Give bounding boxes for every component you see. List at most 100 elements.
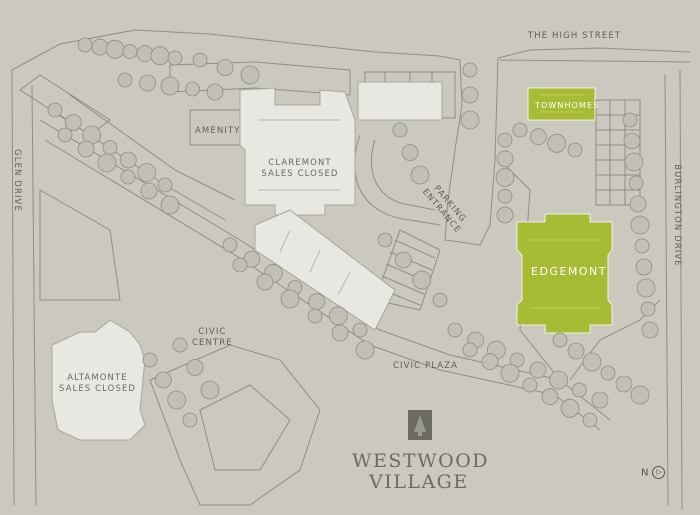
centre-label: CENTRE <box>192 338 233 348</box>
inner-road <box>69 94 236 201</box>
tree-78 <box>615 375 633 393</box>
claremont-label: CLAREMONT SALES CLOSED <box>255 158 345 180</box>
brand-line-2: VILLAGE <box>369 471 469 493</box>
edgemont-label: EDGEMONT <box>531 265 607 278</box>
tree-86 <box>200 380 220 400</box>
tree-92 <box>412 270 432 290</box>
amenity-label: AMENITY <box>195 126 241 136</box>
tree-25 <box>160 195 180 215</box>
tree-64 <box>623 132 641 150</box>
tree-34 <box>256 273 274 291</box>
glen-drive-edge-inner <box>31 84 37 506</box>
west-block-2 <box>39 189 121 301</box>
diagonal-road-2 <box>44 139 601 431</box>
tree-67 <box>629 195 647 213</box>
west-block <box>19 74 111 136</box>
tree-44 <box>549 370 568 390</box>
edgemont-footprint <box>516 213 613 334</box>
burlington-drive-label: BURLINGTON DRIVE <box>671 164 682 267</box>
tree-38 <box>355 340 375 360</box>
tree-58 <box>496 206 514 224</box>
tree-65 <box>624 152 644 172</box>
tree-1 <box>77 37 93 53</box>
altamonte-name: ALTAMONTE <box>67 373 128 383</box>
tree-76 <box>582 352 602 372</box>
south-building <box>199 384 291 471</box>
tree-85 <box>186 359 204 376</box>
tree-53 <box>582 412 598 428</box>
altamonte-status: SALES CLOSED <box>58 384 137 394</box>
tree-26 <box>222 237 238 253</box>
tree-33 <box>232 257 248 273</box>
glen-drive-label: GLEN DRIVE <box>11 149 22 212</box>
tree-23 <box>120 169 136 185</box>
claremont-status: SALES CLOSED <box>261 169 339 179</box>
glen-drive-edge <box>11 69 15 506</box>
tree-56 <box>495 168 515 187</box>
civic-plaza-label: CIVIC PLAZA <box>393 361 459 371</box>
tree-22 <box>97 153 117 173</box>
burlington-drive-edge <box>679 69 683 511</box>
north-compass: N▷ <box>641 466 666 479</box>
tree-21 <box>77 140 95 158</box>
tree-30 <box>308 293 326 311</box>
tree-66 <box>628 175 644 191</box>
tree-68 <box>630 215 650 235</box>
tree-31 <box>328 306 348 326</box>
tree-93 <box>432 292 448 308</box>
tree-73 <box>641 321 659 339</box>
tree-14 <box>64 114 82 131</box>
tree-97 <box>462 62 478 78</box>
high-street-edge <box>499 59 691 63</box>
tree-80 <box>142 352 158 368</box>
tree-61 <box>547 133 567 153</box>
tree-18 <box>137 163 157 182</box>
tree-57 <box>497 188 513 204</box>
civic-building-footprint <box>254 209 396 331</box>
tree-91 <box>394 251 412 269</box>
tree-8 <box>117 72 133 88</box>
tree-4 <box>122 44 138 59</box>
tree-47 <box>462 342 478 358</box>
claremont-footprint <box>239 87 356 216</box>
tree-75 <box>567 342 585 360</box>
south-block <box>149 344 321 506</box>
north-label: N <box>641 467 649 479</box>
tree-36 <box>307 308 323 324</box>
brand-line-1: WESTWOOD <box>352 450 490 472</box>
tree-82 <box>167 390 187 410</box>
tree-55 <box>496 150 514 168</box>
tree-51 <box>541 388 559 406</box>
tree-83 <box>182 412 198 428</box>
burlington-drive-edge-inner <box>664 74 669 506</box>
tree-84 <box>172 337 188 353</box>
tree-52 <box>560 398 580 418</box>
tree-96 <box>240 65 260 85</box>
tree-49 <box>500 363 520 383</box>
tree-37 <box>331 324 349 342</box>
tree-2 <box>91 38 109 56</box>
tree-17 <box>119 151 137 169</box>
claremont-name: CLAREMONT <box>268 158 332 168</box>
tree-63 <box>622 112 638 128</box>
diagonal-road <box>39 119 611 421</box>
tree-60 <box>529 128 547 146</box>
north-arrow-icon: ▷ <box>652 466 666 479</box>
tree-50 <box>522 377 538 393</box>
tree-6 <box>150 46 170 66</box>
tree-62 <box>567 142 583 158</box>
tree-99 <box>460 110 480 130</box>
tree-35 <box>280 289 300 309</box>
tree-59 <box>512 122 528 138</box>
tree-11 <box>185 81 200 97</box>
tree-12 <box>206 83 224 101</box>
tree-24 <box>140 182 158 200</box>
tree-46 <box>591 391 609 409</box>
tree-81 <box>154 371 172 389</box>
tree-19 <box>157 177 173 193</box>
tree-32 <box>352 322 368 338</box>
tree-7 <box>167 50 183 66</box>
tree-87 <box>392 122 408 138</box>
tree-70 <box>635 258 653 276</box>
